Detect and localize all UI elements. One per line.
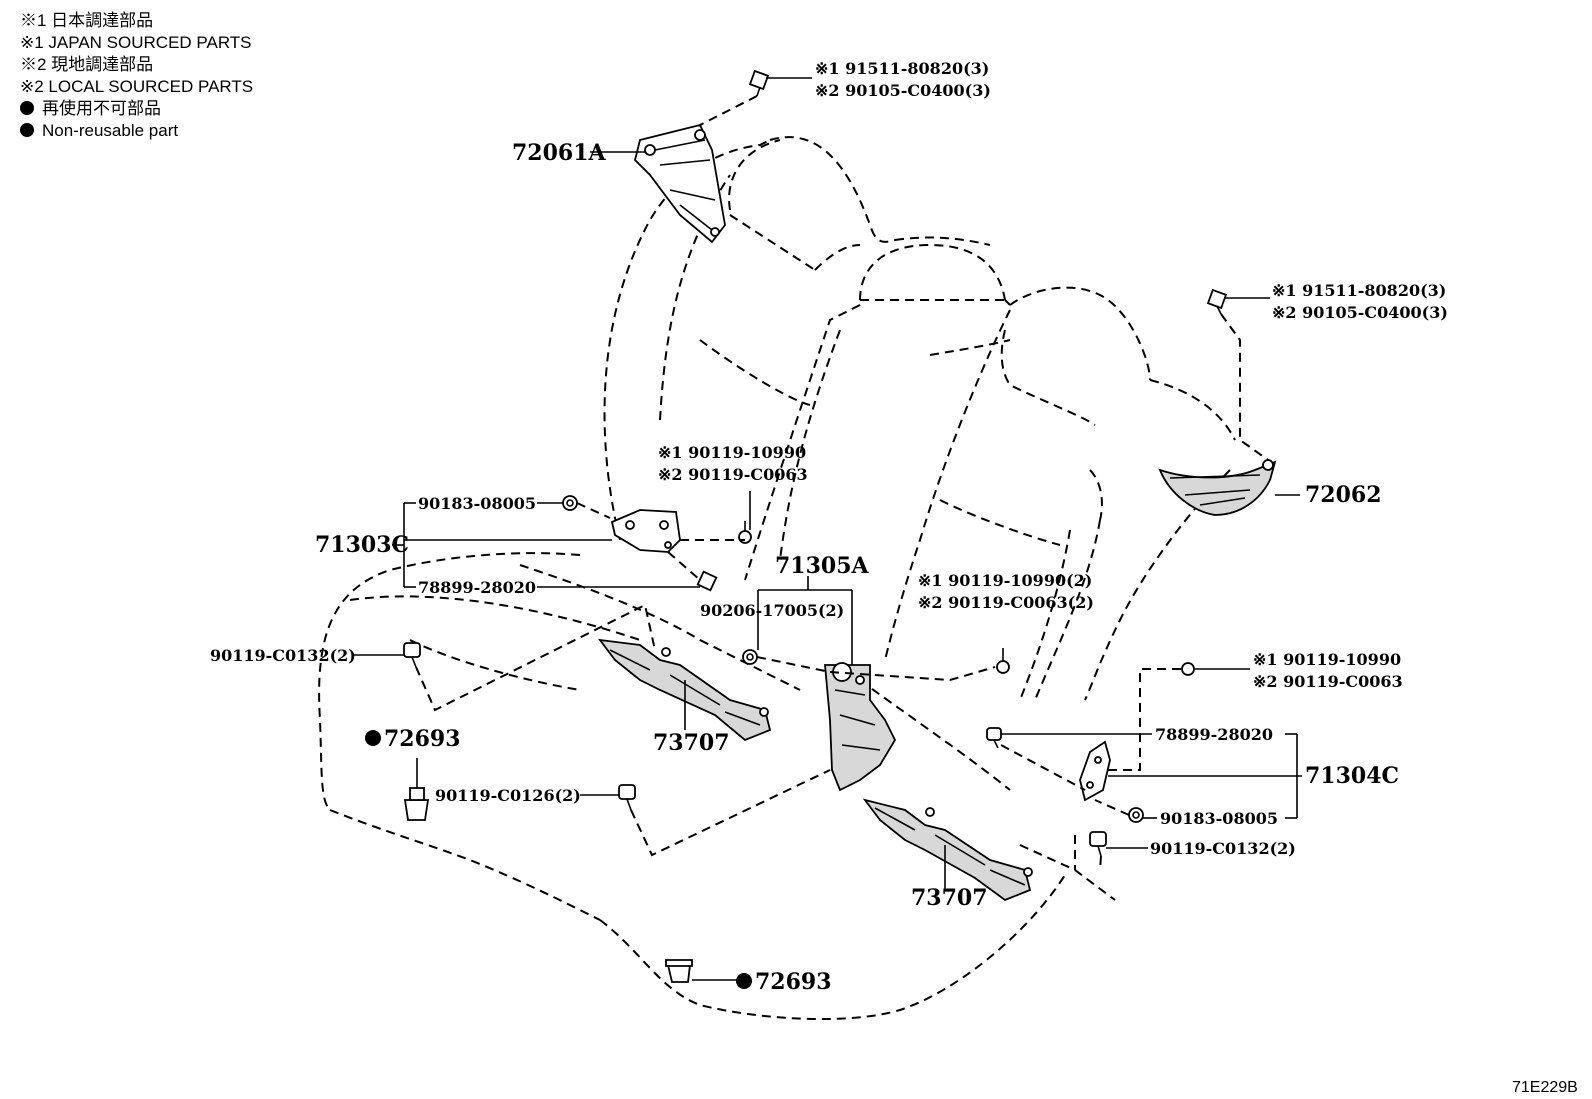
hinge-71305a bbox=[824, 662, 897, 792]
callout-72062: 72062 bbox=[1305, 482, 1382, 508]
callout-90206: 90206-17005(2) bbox=[700, 601, 844, 620]
nonreusable-dot-icon bbox=[365, 730, 381, 746]
callout-mid-nut-japan: ※1 90119-10990 bbox=[658, 443, 806, 462]
callout-center-nut-japan: ※1 90119-10990(2) bbox=[918, 571, 1092, 590]
bolt-icon bbox=[1089, 831, 1107, 857]
clip-72693-left bbox=[403, 787, 430, 821]
legend-local-en: ※2 LOCAL SOURCED PARTS bbox=[20, 77, 254, 96]
callout-90119-c0132-right: 90119-C0132(2) bbox=[1150, 839, 1296, 858]
leader-lines bbox=[352, 77, 1302, 981]
callout-71304c: 71304C bbox=[1305, 763, 1399, 789]
legend-japan-ja: ※1 日本調達部品 bbox=[20, 11, 154, 30]
clip-72693-bottom bbox=[665, 959, 693, 983]
nut-icon bbox=[742, 649, 758, 665]
callout-top-bolt-japan: ※1 91511-80820(3) bbox=[815, 59, 989, 78]
bracket-72061a bbox=[634, 123, 726, 244]
seat-outline bbox=[318, 136, 1236, 1021]
fasteners bbox=[403, 69, 1228, 857]
bolt-icon bbox=[696, 570, 718, 592]
callout-90183-left: 90183-08005 bbox=[418, 494, 536, 513]
callout-72061a: 72061A bbox=[512, 140, 607, 166]
callout-90119-c0126: 90119-C0126(2) bbox=[435, 786, 581, 805]
callout-72693-bottom: 72693 bbox=[755, 969, 832, 995]
callout-right-bolt-local: ※2 90105-C0400(3) bbox=[1272, 303, 1448, 322]
bolt-icon bbox=[1206, 288, 1228, 315]
callout-mid-nut-local: ※2 90119-C0063 bbox=[658, 465, 808, 484]
nut-icon bbox=[1181, 662, 1195, 676]
bracket-72062 bbox=[1158, 459, 1277, 516]
nut-icon bbox=[1128, 807, 1144, 823]
callout-90183-right: 90183-08005 bbox=[1160, 809, 1278, 828]
callout-78899-right: 78899-28020 bbox=[1155, 725, 1273, 744]
callout-90119-c0132-left: 90119-C0132(2) bbox=[210, 646, 356, 665]
callout-center-nut-local: ※2 90119-C0063(2) bbox=[918, 593, 1094, 612]
callout-72693-left: 72693 bbox=[384, 726, 461, 752]
legend-nonreusable-en: Non-reusable part bbox=[20, 120, 253, 142]
trim-73707-right bbox=[862, 798, 1033, 902]
bullet-dot-icon bbox=[20, 101, 34, 115]
figure-code: 71E229B bbox=[1512, 1079, 1578, 1096]
legend-nonreusable-ja: 再使用不可部品 bbox=[20, 98, 253, 120]
bolt-icon bbox=[403, 642, 421, 668]
hinge-71304c bbox=[1079, 740, 1111, 802]
hinge-71303c bbox=[610, 509, 681, 553]
bullet-dot-icon bbox=[20, 123, 34, 137]
legend-local-ja: ※2 現地調達部品 bbox=[20, 55, 154, 74]
legend: ※1 日本調達部品 ※1 JAPAN SOURCED PARTS ※2 現地調達… bbox=[20, 10, 253, 142]
nut-icon bbox=[996, 648, 1010, 674]
callout-71305a: 71305A bbox=[775, 553, 870, 579]
callout-right-bolt-japan: ※1 91511-80820(3) bbox=[1272, 281, 1446, 300]
bolt-icon bbox=[986, 727, 1002, 749]
callout-73707-right: 73707 bbox=[911, 885, 988, 911]
callout-right-nut-local: ※2 90119-C0063 bbox=[1253, 672, 1403, 691]
callout-71303c: 71303C bbox=[315, 532, 409, 558]
callout-right-nut-japan: ※1 90119-10990 bbox=[1253, 650, 1401, 669]
callout-78899-left: 78899-28020 bbox=[418, 578, 536, 597]
nonreusable-dot-icon bbox=[736, 973, 752, 989]
bolt-icon bbox=[618, 784, 636, 811]
callout-top-bolt-local: ※2 90105-C0400(3) bbox=[815, 81, 991, 100]
callout-labels: 72061A ※1 91511-80820(3) ※2 90105-C0400(… bbox=[210, 59, 1578, 1096]
assembly-paths bbox=[415, 95, 1269, 901]
legend-japan-en: ※1 JAPAN SOURCED PARTS bbox=[20, 33, 252, 52]
callout-73707-left: 73707 bbox=[653, 730, 730, 756]
bolt-icon bbox=[748, 69, 770, 97]
nut-icon bbox=[562, 495, 578, 511]
